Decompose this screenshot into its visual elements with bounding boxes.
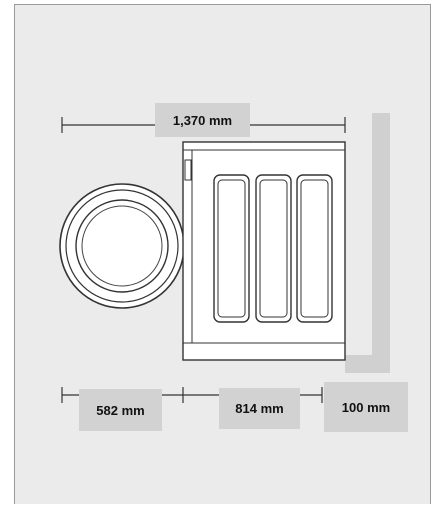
washer-body xyxy=(182,141,346,361)
wall-clearance-label: 100 mm xyxy=(324,382,408,432)
wall-horizontal xyxy=(345,355,390,373)
total-width-label: 1,370 mm xyxy=(155,103,250,137)
top-panel-slot-2 xyxy=(255,174,292,323)
top-panel-slot-3 xyxy=(296,174,333,323)
door-depth-label: 582 mm xyxy=(79,389,162,431)
washer-door xyxy=(59,183,185,309)
wall-vertical xyxy=(372,113,390,373)
machine-depth-label: 814 mm xyxy=(219,388,300,429)
top-panel-slot-1 xyxy=(213,174,250,323)
